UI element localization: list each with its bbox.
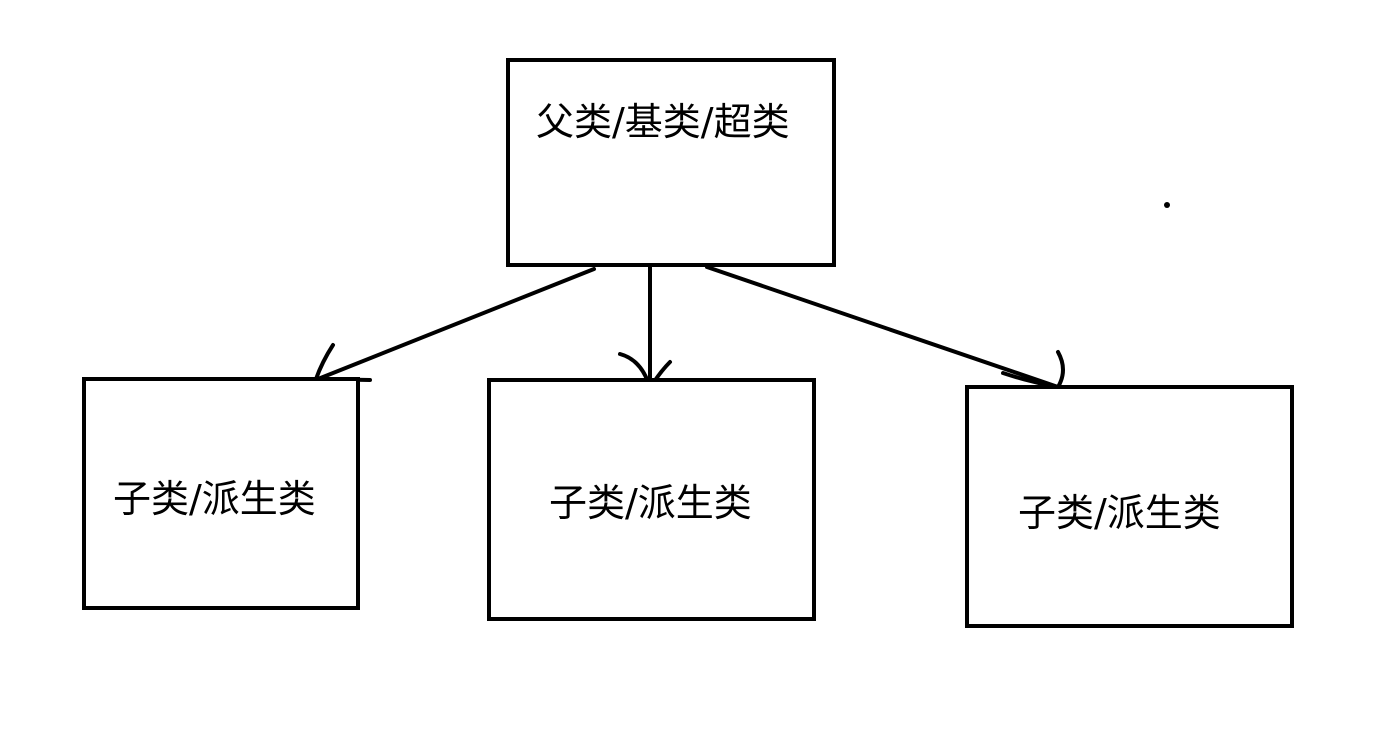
child-class-label-3: 子类/派生类: [1018, 491, 1221, 535]
arrow-shaft-to-child-1: [316, 267, 596, 381]
child-class-box-3: [965, 385, 1294, 628]
child-class-label-2: 子类/派生类: [549, 481, 752, 525]
parent-class-box: [506, 58, 836, 267]
child-class-box-2: [487, 378, 816, 621]
stray-dot: [1164, 202, 1170, 208]
child-class-box-1: [82, 377, 360, 610]
parent-class-label: 父类/基类/超类: [536, 100, 790, 144]
arrow-shaft-to-child-3: [705, 265, 1060, 389]
child-class-label-1: 子类/派生类: [113, 477, 316, 521]
